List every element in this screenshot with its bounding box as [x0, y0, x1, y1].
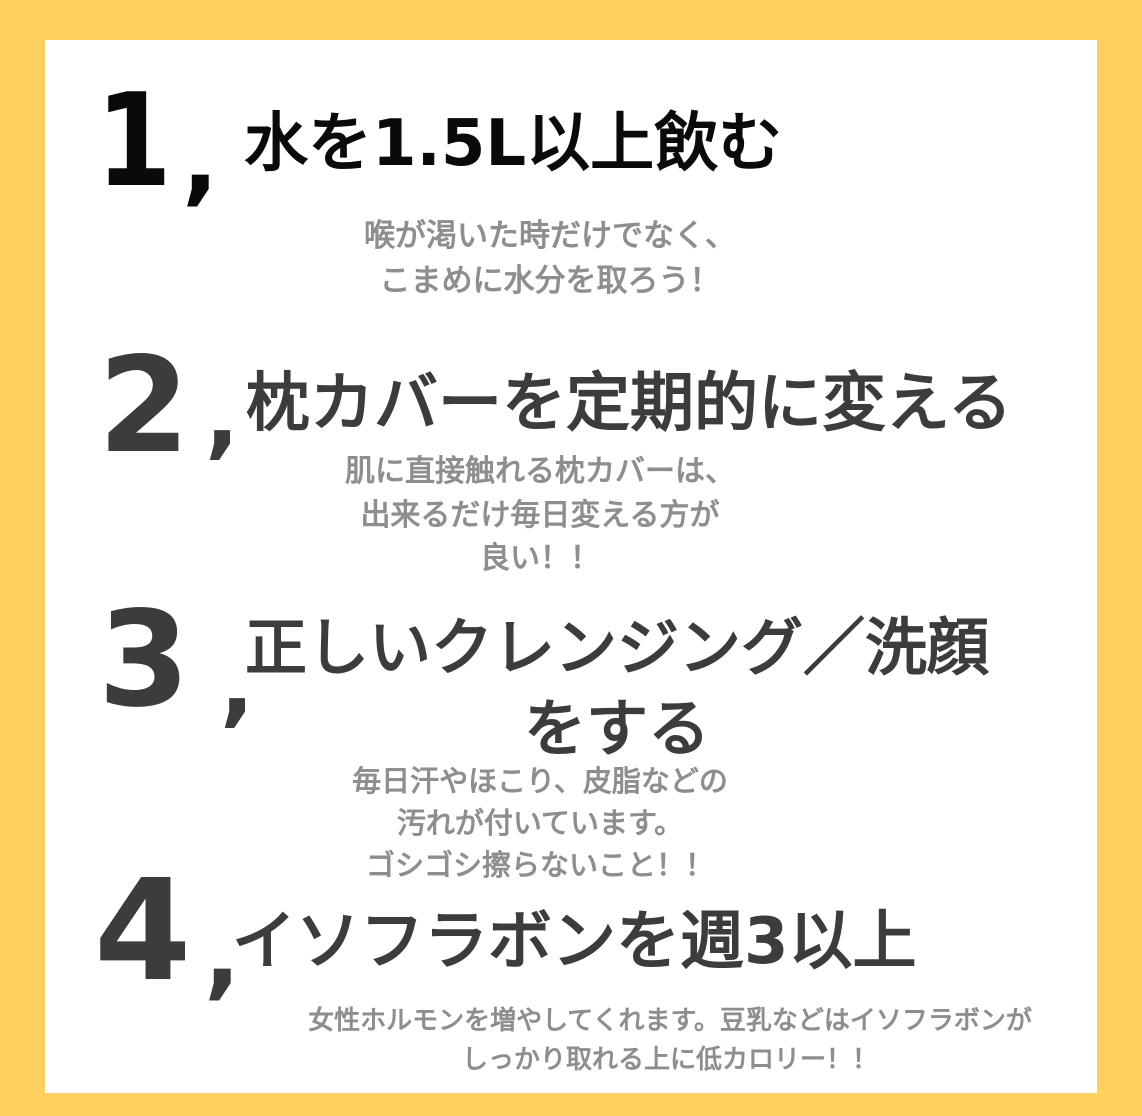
tip-2-comma: , — [205, 364, 240, 469]
tip-1-comma: , — [182, 104, 219, 216]
tip-4-number: 4 — [94, 850, 192, 1013]
tip-2-number: 2 — [98, 329, 190, 483]
tip-1-description: 喉が渇いた時だけでなく、 こまめに水分を取ろう！ — [364, 218, 736, 299]
tip-3-description: 毎日汗やほこり、皮脂などの 汚れが付いています。 ゴシゴシ擦らないこと！！ — [352, 764, 728, 883]
tip-4-comma: , — [204, 898, 241, 1010]
content-panel — [45, 40, 1097, 1093]
tip-1-number: 1 — [96, 67, 172, 216]
tip-3-number: 3 — [98, 583, 190, 737]
tip-4-title: イソフラボンを週3以上 — [232, 905, 917, 979]
tip-4-description: 女性ホルモンを増やしてくれます。豆乳などはイソフラボンが しっかり取れる上に低カ… — [308, 1006, 1032, 1075]
tip-1-title: 水を1.5L以上飲む — [244, 107, 783, 181]
tip-3-comma: , — [220, 632, 255, 737]
tip-3-title: 正しいクレンジング／洗顔 をする — [244, 611, 989, 765]
tip-2-description: 肌に直接触れる枕カバーは、 出来るだけ毎日変える方が 良い！！ — [345, 454, 735, 576]
tip-2-title: 枕カバーを定期的に変える — [246, 367, 1013, 441]
